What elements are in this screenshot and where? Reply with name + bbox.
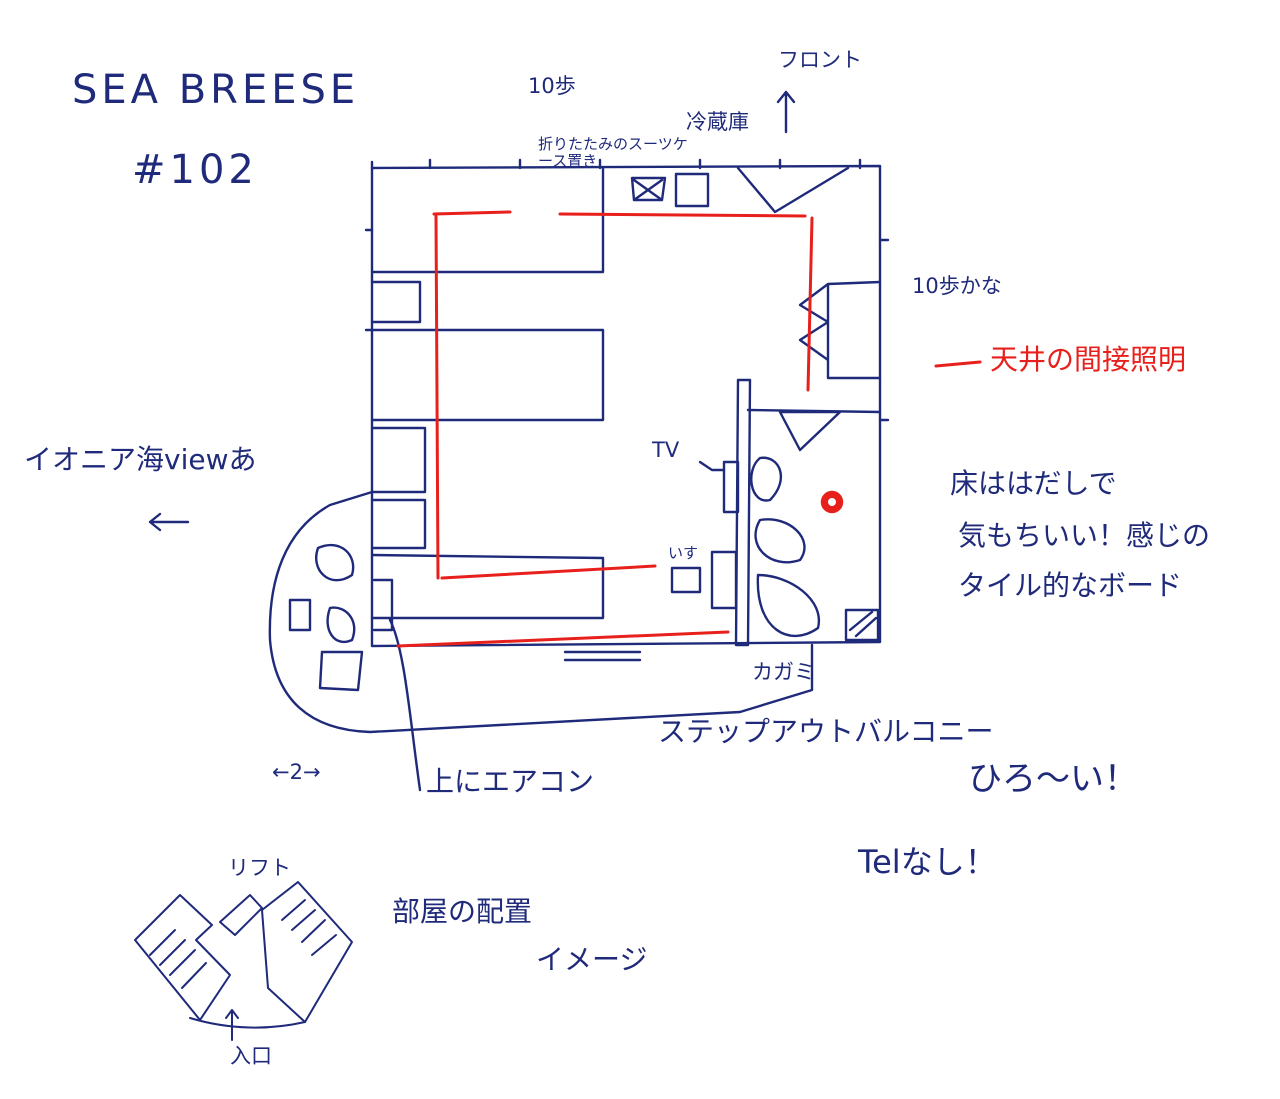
chair-box bbox=[670, 566, 702, 594]
layout-caption-1: 部屋の配置 bbox=[392, 895, 533, 928]
chair-label: いす bbox=[668, 544, 699, 562]
wall-ticks bbox=[364, 158, 890, 422]
floor-note-2: 気もちいい！感じの bbox=[958, 519, 1211, 552]
room-outline bbox=[370, 164, 882, 648]
balcony-furniture bbox=[288, 543, 364, 692]
legend-indirect-light: 天井の間接照明 bbox=[990, 343, 1187, 376]
no-tel-note: Telなし！ bbox=[858, 843, 997, 881]
nightstand-3 bbox=[370, 498, 427, 550]
tv-stand bbox=[722, 460, 740, 514]
suitcase-stand-label: 折りたたみのスーツケース置き bbox=[538, 135, 688, 170]
closet bbox=[798, 280, 882, 380]
bathroom-fixture bbox=[778, 410, 842, 452]
sea-arrow bbox=[148, 512, 190, 532]
aircon-label: 上にエアコン bbox=[426, 765, 595, 798]
aircon-unit bbox=[372, 578, 394, 632]
bathroom-stones bbox=[750, 456, 821, 638]
fridge-label: 冷蔵庫 bbox=[686, 110, 749, 134]
bed-bottom bbox=[370, 553, 605, 620]
sea-view-label: イオニア海viewあ bbox=[24, 443, 257, 476]
bed-middle bbox=[370, 328, 605, 422]
entry-door bbox=[736, 166, 850, 214]
mirror-label: カガミ bbox=[752, 660, 815, 684]
floor-note-1: 床ははだしで bbox=[950, 467, 1117, 500]
tv-leader bbox=[698, 460, 726, 472]
balcony-outline bbox=[268, 490, 814, 734]
lift-label: リフト bbox=[228, 856, 291, 880]
front-arrow bbox=[776, 90, 796, 134]
fridge-box bbox=[674, 172, 710, 208]
desk bbox=[710, 550, 738, 610]
balcony-note: ステップアウトバルコニー bbox=[658, 715, 994, 748]
room-number: #102 bbox=[132, 147, 258, 193]
top-width-label: 10歩 bbox=[528, 74, 576, 98]
nightstand-2 bbox=[370, 426, 427, 494]
nightstand-1 bbox=[370, 280, 422, 324]
bed-top bbox=[370, 166, 605, 274]
front-label: フロント bbox=[778, 48, 862, 72]
hotel-name: SEA BREESE bbox=[72, 67, 360, 113]
aircon-leader bbox=[388, 618, 422, 792]
balcony-door bbox=[563, 650, 642, 662]
right-depth-label: 10歩かな bbox=[912, 274, 1002, 298]
tv-label: TV bbox=[652, 438, 680, 462]
layout-caption-2: イメージ bbox=[536, 943, 648, 976]
balcony-exclaim: ひろ〜い！ bbox=[968, 759, 1138, 799]
balcony-width-label: ←2→ bbox=[272, 760, 321, 784]
layout-thumbnail bbox=[134, 881, 353, 1041]
shower-corner bbox=[844, 608, 880, 642]
floor-note-3: タイル的なボード bbox=[958, 569, 1183, 602]
indirect-lighting bbox=[396, 210, 982, 648]
suitcase-stand bbox=[630, 176, 667, 202]
entrance-label: 入口 bbox=[230, 1044, 272, 1068]
